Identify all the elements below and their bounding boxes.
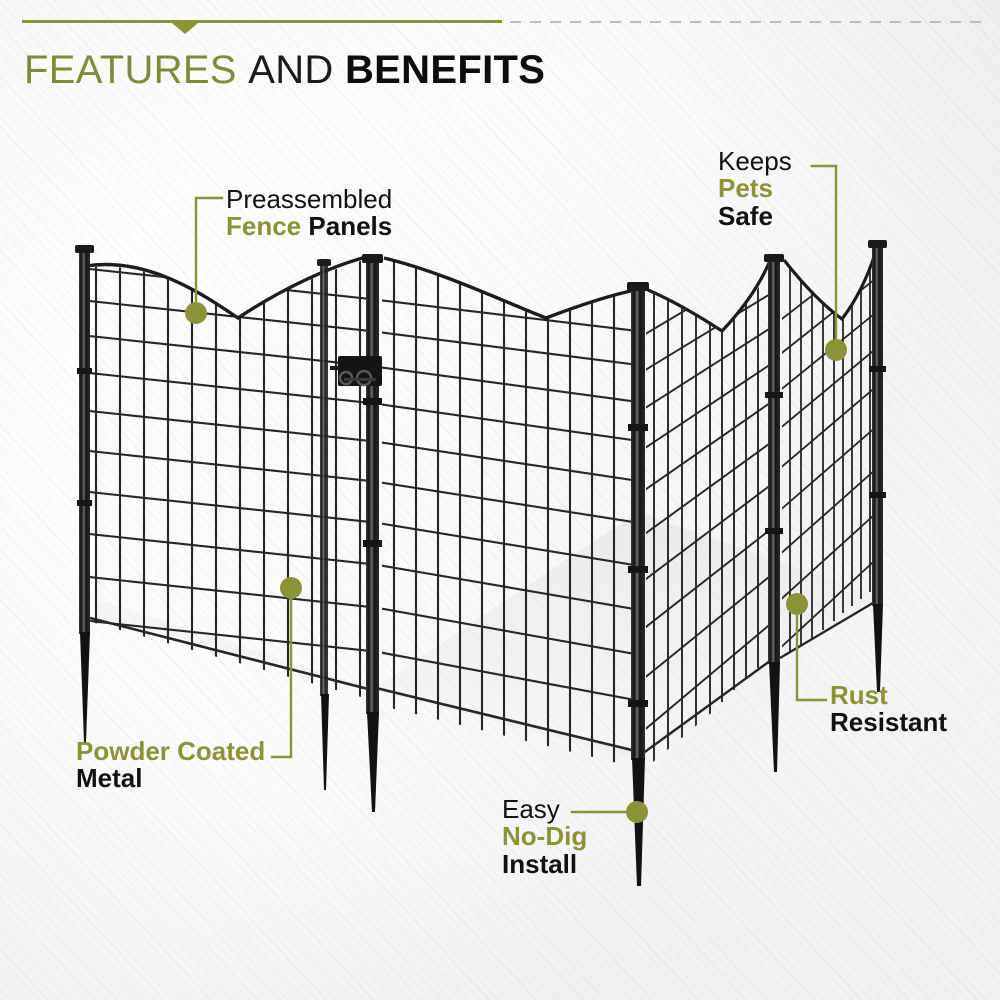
callout-dots	[185, 302, 847, 823]
ground-stake-1	[80, 632, 90, 742]
callout-word-fence: Fence	[226, 211, 302, 242]
callout-line-fence-panels: Fence Panels	[226, 213, 392, 240]
callout-line-pets: Pets	[718, 173, 773, 204]
callout-keeps-pets-safe[interactable]: Keeps Pets Safe	[718, 146, 792, 231]
callout-line-install: Install	[502, 848, 578, 879]
callout-powder-coated-metal[interactable]: Powder Coated Metal	[76, 736, 266, 794]
ground-stake-6	[321, 694, 329, 790]
ground-stake-4	[769, 662, 780, 772]
ground-shadow	[372, 512, 878, 752]
fence-post-corner	[627, 282, 649, 886]
panel-3-top-scallop	[647, 255, 774, 334]
fence-post-6	[317, 259, 331, 790]
panel-2-top-scallop	[383, 256, 641, 320]
callout-line-metal: Metal	[76, 763, 143, 794]
callout-line-easy: Easy	[502, 794, 560, 824]
header-caret-icon	[172, 23, 198, 34]
panel-3-bottom-rail	[641, 657, 775, 755]
callout-dot-pets[interactable]	[825, 339, 847, 361]
fence-panel-1-mesh	[84, 258, 372, 700]
leader-line-pets	[810, 164, 838, 342]
leader-line-powder	[270, 596, 293, 759]
header-rule	[0, 20, 1000, 34]
ground-stake-5	[873, 604, 883, 692]
page-title-word-and: AND	[248, 47, 334, 92]
callout-word-panels: Panels	[308, 211, 393, 242]
header-rule-dashed	[510, 21, 990, 23]
panel-2-bottom-rail	[375, 686, 641, 754]
page-title-word-features: FEATURES	[24, 47, 237, 92]
callout-preassembled-fence-panels[interactable]: Preassembled Fence Panels	[226, 184, 393, 241]
callout-line-rust: Rust	[830, 680, 888, 710]
callout-dot-powder[interactable]	[280, 577, 302, 599]
fence-post-4	[764, 254, 784, 772]
callout-line-no-dig: No-Dig	[502, 821, 588, 852]
panel-4-top-scallop	[782, 243, 880, 322]
callout-line-safe: Safe	[718, 200, 773, 231]
page-title-word-benefits: BENEFITS	[345, 47, 546, 92]
callout-dot-easy[interactable]	[626, 801, 648, 823]
callout-dot-preassembled[interactable]	[185, 302, 207, 324]
page-title: FEATURES AND BENEFITS	[24, 50, 545, 90]
callout-easy-no-dig-install[interactable]: Easy No-Dig Install	[502, 794, 588, 879]
header-rule-solid	[22, 20, 502, 23]
gate-latch-hardware	[330, 356, 382, 387]
leader-line-preassembled	[194, 196, 224, 305]
fence-post-5	[868, 240, 887, 692]
callout-rust-resistant[interactable]: Rust Resistant	[830, 680, 948, 738]
callout-line-powder-coated: Powder Coated	[76, 736, 266, 766]
ground-stake-2	[367, 712, 379, 812]
fence-post-2	[362, 254, 383, 812]
fence-post-1	[75, 245, 94, 742]
callout-dot-rust[interactable]	[786, 593, 808, 615]
callout-line-resistant: Resistant	[830, 707, 948, 738]
callout-line-preassembled: Preassembled	[226, 184, 393, 214]
leader-line-rust	[795, 612, 828, 702]
panel-1-top-scallop	[85, 254, 371, 321]
panel-1-bottom-rail	[89, 616, 373, 692]
callout-line-keeps: Keeps	[718, 146, 792, 176]
fence-panel-4-mesh	[782, 244, 878, 658]
